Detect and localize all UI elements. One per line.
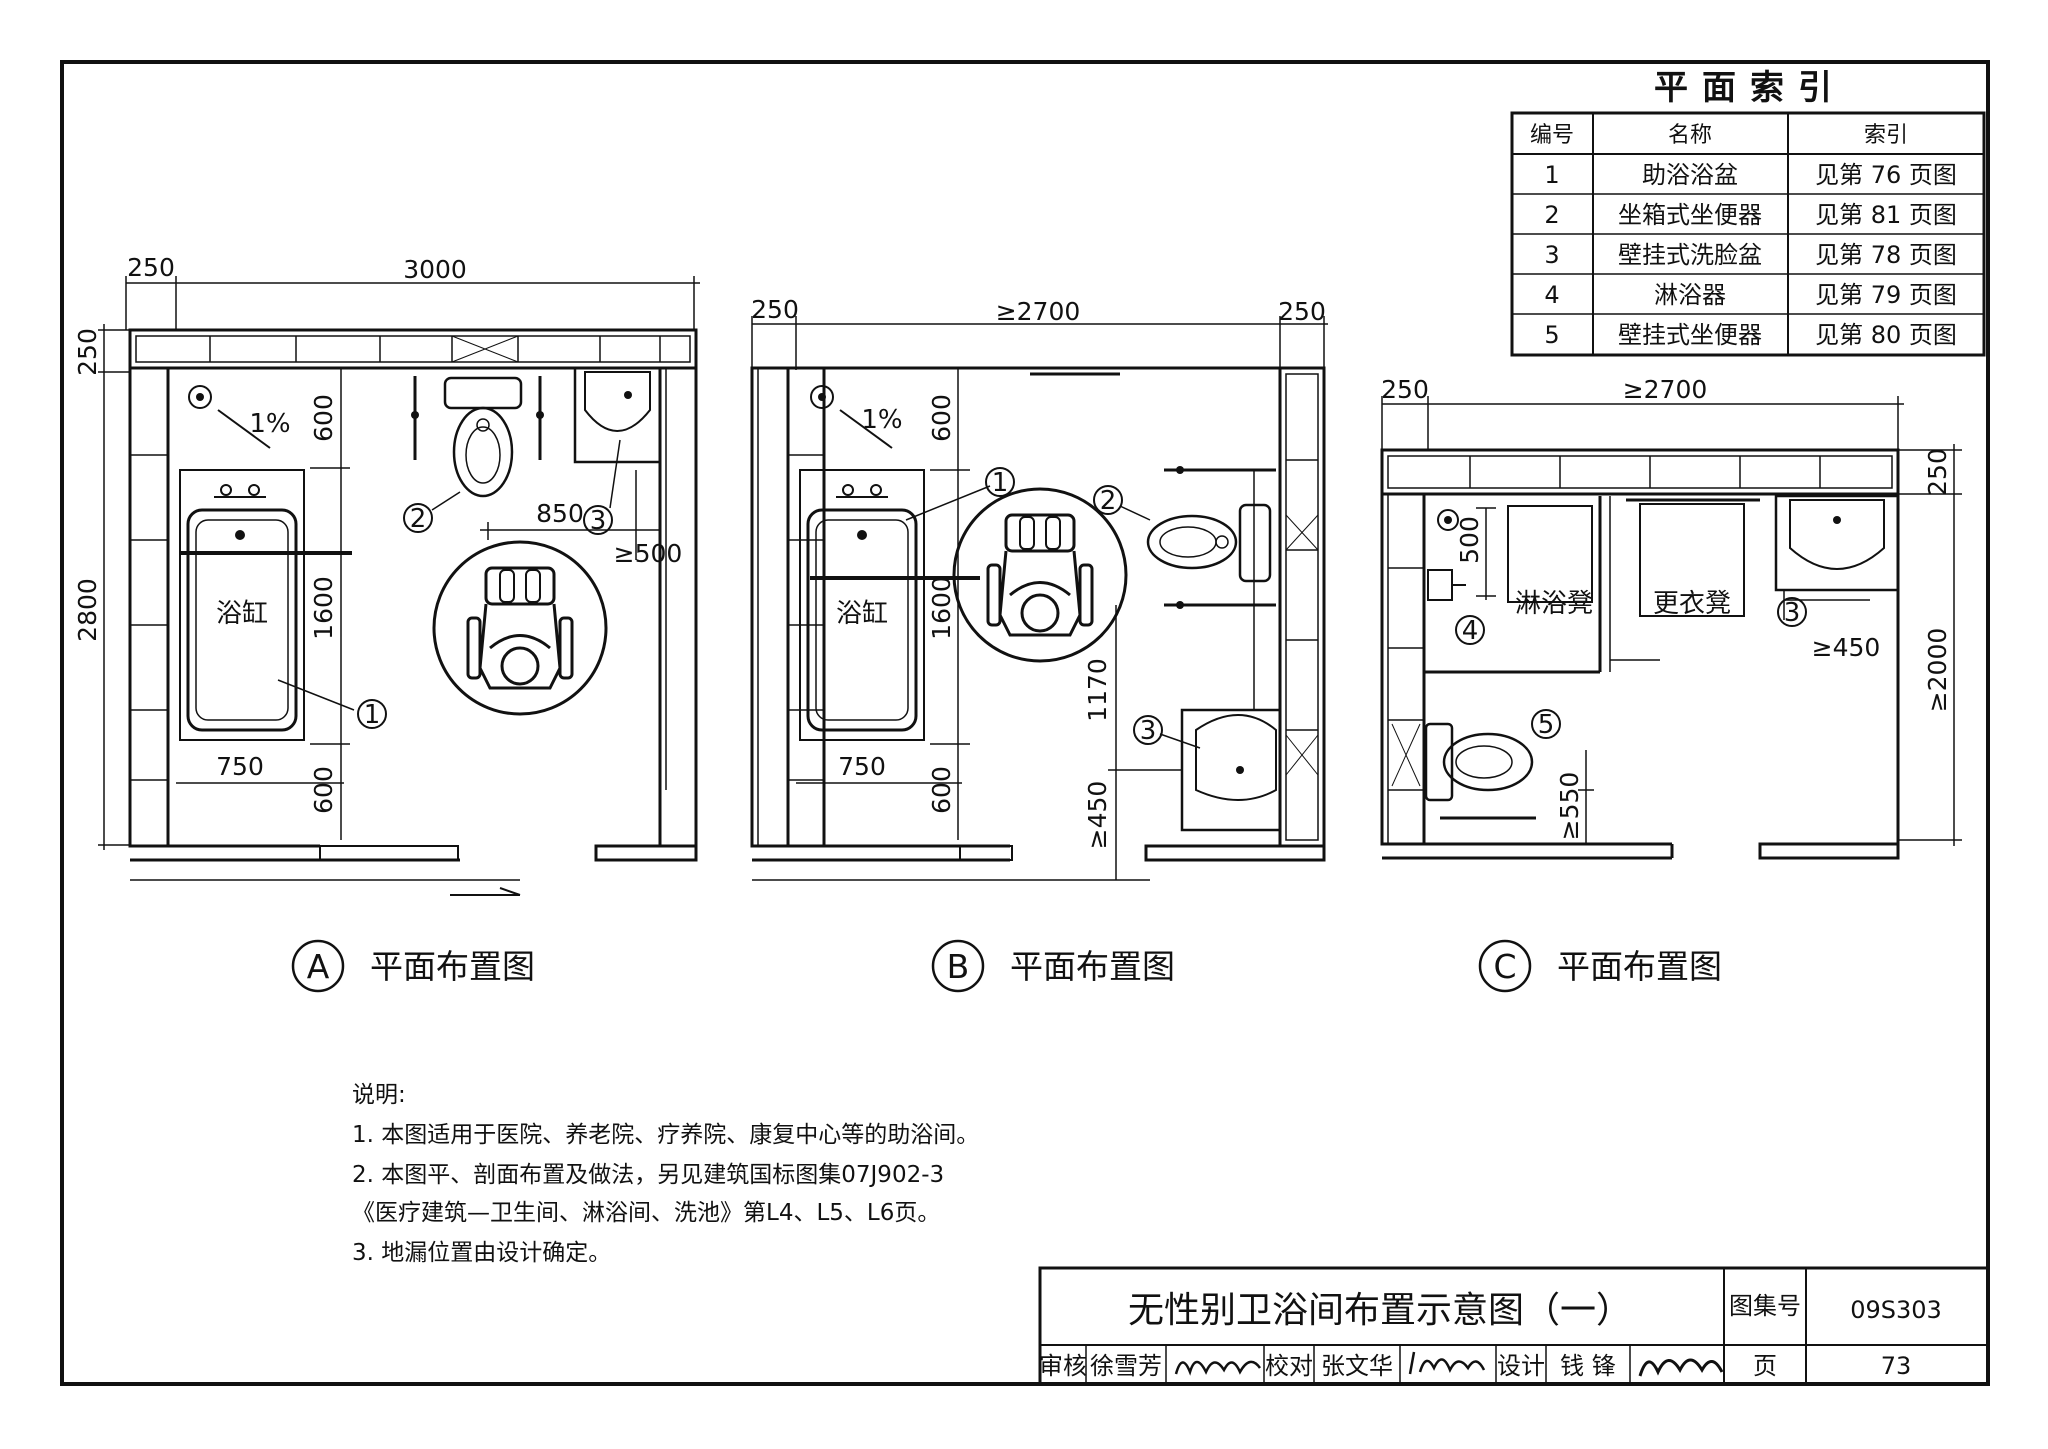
- plan-c-caption: 平面布置图: [1557, 947, 1722, 986]
- shower-bench-label: 淋浴凳: [1515, 589, 1593, 619]
- index-row-no: 4: [1544, 281, 1559, 309]
- index-row-name: 壁挂式洗脸盆: [1618, 241, 1762, 269]
- index-row-name: 淋浴器: [1654, 281, 1726, 309]
- reviewer-signature: [1174, 1360, 1262, 1376]
- drawing-title: 无性别卫浴间布置示意图（一）: [1128, 1290, 1632, 1331]
- tag-a-1-label: 1: [364, 700, 381, 730]
- tag-a-2-label: 2: [410, 504, 427, 534]
- tag-c-5-label: 5: [1538, 710, 1555, 740]
- dim-b-tub-w: 750: [838, 752, 886, 781]
- dim-a-min-side: ≥500: [614, 539, 683, 568]
- page-no: 73: [1881, 1352, 1912, 1380]
- dim-b-bottom-gap: 600: [927, 766, 956, 814]
- notes: 说明: 1. 本图适用于医院、养老院、疗养院、康复中心等的助浴间。 2. 本图平…: [352, 1082, 979, 1266]
- plan-b: 250 ≥2700 250 1%: [750, 295, 1328, 993]
- tag-b-1-label: 1: [992, 468, 1009, 498]
- slope-a: 1%: [249, 409, 290, 439]
- plan-a-marker: A: [307, 947, 330, 986]
- reviewer-name: 徐雪芳: [1090, 1352, 1162, 1380]
- design-label: 设计: [1497, 1352, 1545, 1380]
- tag-c-4-label: 4: [1462, 616, 1479, 646]
- note-item: 2. 本图平、剖面布置及做法，另见建筑国标图集07J902-3: [352, 1162, 944, 1188]
- dim-b-tub-len: 1600: [927, 576, 956, 640]
- index-row-no: 2: [1544, 201, 1559, 229]
- check-label: 校对: [1265, 1352, 1313, 1380]
- index-row-ref: 见第 78 页图: [1815, 241, 1957, 269]
- tag-b-2-label: 2: [1100, 486, 1117, 516]
- note-item: 1. 本图适用于医院、养老院、疗养院、康复中心等的助浴间。: [352, 1122, 979, 1148]
- index-row-name: 壁挂式坐便器: [1618, 321, 1762, 349]
- tag-c-3-label: 3: [1784, 598, 1801, 628]
- note-item: 3. 地漏位置由设计确定。: [352, 1240, 611, 1266]
- notes-heading: 说明:: [352, 1082, 406, 1108]
- dim-c-width: ≥2700: [1623, 375, 1708, 404]
- title-block: 无性别卫浴间布置示意图（一） 图集号 09S303 页 73 审核 徐雪芳 校对…: [1038, 1266, 1990, 1386]
- dim-a-top-gap: 600: [309, 394, 338, 442]
- changing-bench-label: 更衣凳: [1653, 589, 1731, 619]
- note-item: 《医疗建筑—卫生间、淋浴间、洗池》第L4、L5、L6页。: [352, 1200, 940, 1226]
- index-row-name: 坐箱式坐便器: [1618, 201, 1762, 229]
- dim-b-width: ≥2700: [996, 297, 1081, 326]
- dim-a-basin-gap: 850: [536, 499, 584, 528]
- index-table-title: 平面索引: [1654, 68, 1846, 108]
- tag-a-1: [357, 699, 387, 729]
- tag-b-3-label: 3: [1140, 716, 1157, 746]
- page-label: 页: [1753, 1352, 1777, 1380]
- review-label: 审核: [1039, 1352, 1087, 1380]
- index-row-ref: 见第 79 页图: [1815, 281, 1957, 309]
- dim-c-basin-side: ≥450: [1812, 633, 1881, 662]
- checker-signature: [1408, 1351, 1486, 1375]
- index-header-ref: 索引: [1864, 123, 1908, 148]
- plan-b-marker: B: [947, 947, 970, 986]
- dim-b-top-gap: 600: [927, 394, 956, 442]
- wheelchair-circle-icon: [432, 540, 608, 716]
- plan-b-caption: 平面布置图: [1010, 947, 1175, 986]
- plan-c: 250 ≥2700 250 ≥2000 淋浴凳: [1380, 375, 1962, 993]
- dim-b-left-wall: 250: [751, 295, 799, 324]
- index-row-ref: 见第 81 页图: [1815, 201, 1957, 229]
- dim-c-height: ≥2000: [1923, 628, 1952, 713]
- sheet-border: [60, 60, 1990, 1386]
- tub-label-a: 浴缸: [216, 599, 268, 629]
- index-row-no: 1: [1544, 161, 1559, 189]
- dim-c-top-wall: 250: [1923, 448, 1952, 496]
- tub-label-b: 浴缸: [836, 599, 888, 629]
- index-row-no: 5: [1544, 321, 1559, 349]
- index-row-ref: 见第 80 页图: [1815, 321, 1957, 349]
- index-header-name: 名称: [1668, 123, 1712, 148]
- atlas-no: 09S303: [1850, 1296, 1942, 1324]
- index-header-no: 编号: [1530, 123, 1574, 148]
- slope-b: 1%: [861, 405, 902, 435]
- dim-c-left-wall: 250: [1381, 375, 1429, 404]
- checker-name: 张文华: [1321, 1352, 1393, 1380]
- tag-a-3-label: 3: [590, 506, 607, 536]
- dim-a-top-wall: 250: [73, 328, 102, 376]
- dim-a-bottom-gap: 600: [309, 766, 338, 814]
- dim-b-min-front: ≥450: [1083, 781, 1112, 850]
- index-row-no: 3: [1544, 241, 1559, 269]
- plan-a: 250 3000 250 2800: [73, 253, 700, 993]
- plan-c-marker: C: [1493, 947, 1516, 986]
- atlas-no-label: 图集号: [1729, 1292, 1801, 1320]
- dim-b-basin-gap: 1170: [1083, 658, 1112, 722]
- dim-a-tub-len: 1600: [309, 576, 338, 640]
- dim-a-tub-w: 750: [216, 752, 264, 781]
- designer-signature: [1638, 1358, 1724, 1377]
- index-row-name: 助浴浴盆: [1642, 161, 1738, 189]
- dim-a-left-wall: 250: [127, 253, 175, 282]
- dim-c-wc-front: ≥550: [1555, 772, 1584, 841]
- dim-a-height: 2800: [73, 578, 102, 642]
- index-table: 平面索引 编号 名称 索引 1 助浴浴盆 见第 76 页图 2 坐箱式坐便器 见…: [1510, 68, 1986, 357]
- dim-b-right-wall: 250: [1278, 297, 1326, 326]
- plan-a-caption: 平面布置图: [370, 947, 535, 986]
- dim-c-shower-gap: 500: [1455, 516, 1484, 564]
- index-row-ref: 见第 76 页图: [1815, 161, 1957, 189]
- dim-a-width: 3000: [403, 255, 467, 284]
- designer-name: 钱 锋: [1560, 1352, 1616, 1380]
